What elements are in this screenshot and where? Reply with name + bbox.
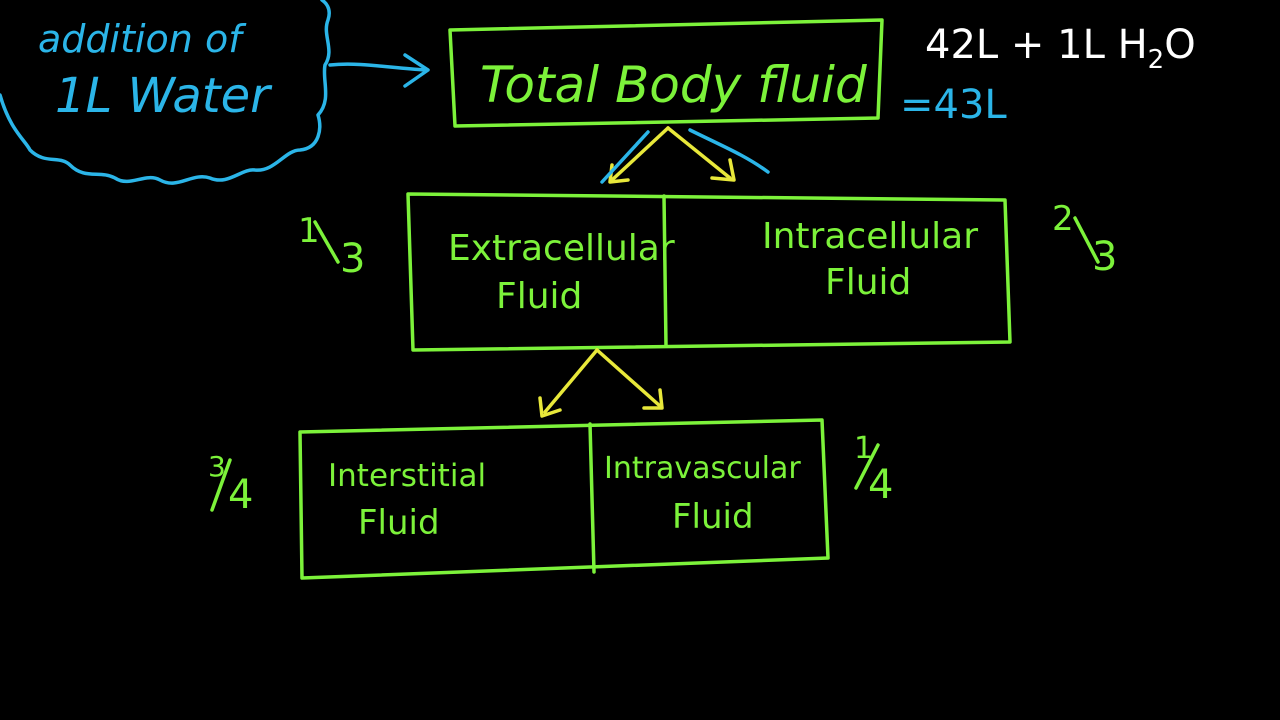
cloud-line-1: addition of <box>38 17 247 61</box>
svg-text:2: 2 <box>1052 199 1074 239</box>
extracellular-compartment: Extracellular Fluid <box>448 228 675 317</box>
equation-result: =43L <box>900 82 1007 128</box>
intracellular-line-2: Fluid <box>825 262 911 303</box>
bottom-row-box: Interstitial Fluid Intravascular Fluid <box>298 418 830 580</box>
svg-text:3: 3 <box>340 236 365 282</box>
fraction-three-quarters: 3 4 <box>208 450 253 518</box>
extracellular-line-2: Fluid <box>496 276 582 317</box>
arrow-cloud-to-total-icon <box>328 53 430 88</box>
svg-text:4: 4 <box>228 472 253 518</box>
interstitial-compartment: Interstitial Fluid <box>328 458 486 543</box>
intravascular-line-1: Intravascular <box>604 451 801 486</box>
split-arrows-top-icon <box>600 126 770 184</box>
total-body-fluid-box: Total Body fluid <box>448 18 884 128</box>
intravascular-line-2: Fluid <box>672 497 754 537</box>
intracellular-line-1: Intracellular <box>762 216 978 257</box>
cloud-outline <box>0 0 331 185</box>
extracellular-line-1: Extracellular <box>448 228 675 269</box>
intracellular-compartment: Intracellular Fluid <box>762 216 978 303</box>
equation-line-1: 42L + 1L H2O <box>925 22 1196 75</box>
interstitial-line-2: Fluid <box>358 503 440 543</box>
note-cloud: addition of 1L Water <box>0 0 331 185</box>
cloud-line-2: 1L Water <box>55 68 273 124</box>
svg-text:3: 3 <box>208 450 226 483</box>
interstitial-line-1: Interstitial <box>328 458 486 494</box>
fraction-one-third: 1 3 <box>298 211 365 282</box>
svg-text:1: 1 <box>298 211 320 251</box>
middle-row-box: Extracellular Fluid Intracellular Fluid <box>406 192 1012 352</box>
total-body-fluid-label: Total Body fluid <box>480 56 867 114</box>
svg-text:3: 3 <box>1092 234 1117 280</box>
svg-text:4: 4 <box>868 462 893 508</box>
fraction-one-quarter: 1 4 <box>854 431 893 508</box>
svg-text:1: 1 <box>854 431 873 466</box>
intravascular-compartment: Intravascular Fluid <box>604 451 801 537</box>
equation: 42L + 1L H2O =43L <box>900 22 1196 128</box>
split-arrows-bottom-icon <box>538 348 664 418</box>
fraction-two-thirds: 2 3 <box>1052 199 1117 280</box>
